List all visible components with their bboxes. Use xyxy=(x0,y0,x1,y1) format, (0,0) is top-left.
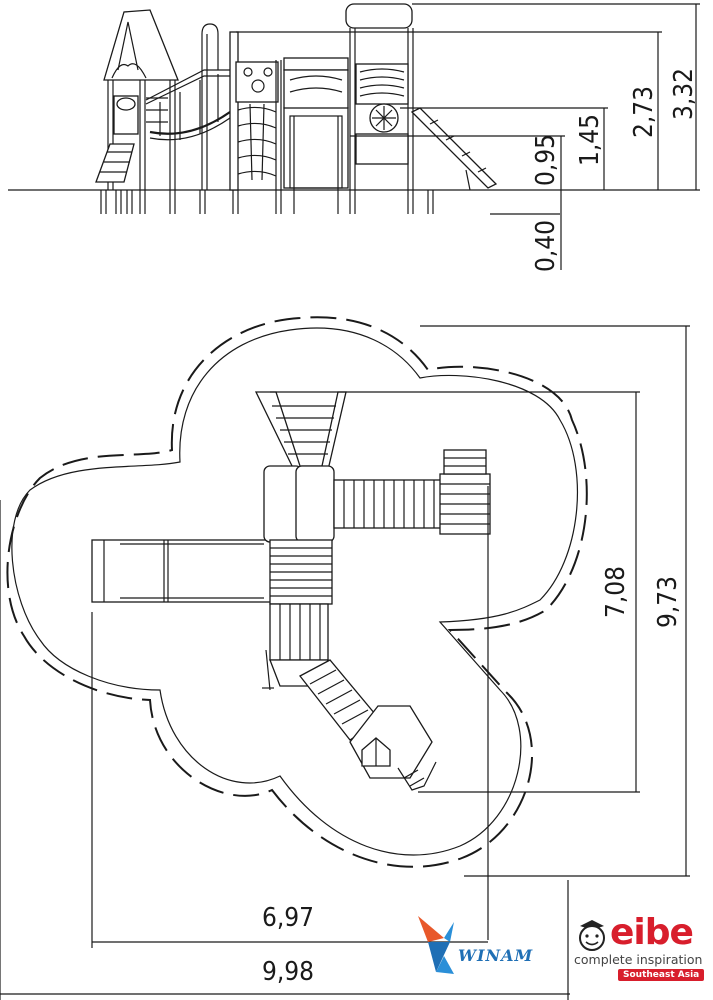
dim-upper-platform: 2,73 xyxy=(629,86,659,138)
elevation-view xyxy=(8,3,700,270)
safety-zone-outline xyxy=(11,327,579,856)
winam-figure-icon xyxy=(418,916,454,974)
winam-wordmark: WINAM xyxy=(458,946,534,965)
top-ladder xyxy=(254,391,640,471)
safety-zone-dashed xyxy=(6,316,588,868)
eibe-face-icon xyxy=(579,920,605,951)
dim-safety-zone-width: 9,98 xyxy=(262,957,314,987)
winam-logo: WINAM xyxy=(414,912,544,978)
eibe-region-badge: Southeast Asia xyxy=(618,969,705,981)
right-bridge xyxy=(333,479,443,529)
bridge xyxy=(145,69,232,141)
eibe-logo: eibe complete inspiration Southeast Asia xyxy=(570,912,705,982)
dim-low-platform: 0,95 xyxy=(531,134,561,186)
lower-bridge xyxy=(262,603,329,691)
dim-safety-zone-depth: 9,73 xyxy=(653,576,683,628)
eibe-wordmark: eibe xyxy=(610,912,694,953)
plan-dimension-lines xyxy=(0,325,690,1000)
dim-total-height: 3,32 xyxy=(669,68,699,120)
plan-slide xyxy=(91,539,273,603)
eibe-tagline: complete inspiration xyxy=(574,952,703,967)
dim-equipment-width: 6,97 xyxy=(262,903,314,933)
elevation-slide xyxy=(410,107,498,191)
lower-tower xyxy=(349,705,640,793)
foundation-posts xyxy=(100,190,434,214)
dim-equipment-depth: 7,08 xyxy=(601,566,631,618)
dim-foundation-depth: 0,40 xyxy=(531,220,561,272)
right-platform xyxy=(439,449,491,940)
plan-view xyxy=(0,316,690,1000)
dim-mid-platform: 1,45 xyxy=(575,114,605,166)
elevation-dimension-lines xyxy=(236,3,700,270)
centre-tower xyxy=(283,57,349,214)
centre-platform xyxy=(269,539,333,605)
left-roof-tower xyxy=(95,9,179,190)
roof-right xyxy=(295,465,335,543)
right-tower xyxy=(345,3,414,190)
climbing-tower xyxy=(201,23,282,191)
